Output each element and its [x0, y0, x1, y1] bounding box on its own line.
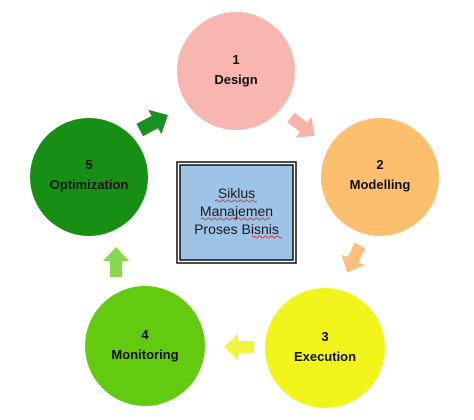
arrow-modelling-to-execution	[341, 242, 366, 273]
arrow-design-to-modelling	[287, 112, 315, 138]
step-label: Execution	[294, 349, 356, 364]
center-title-line-2: Manajemen	[200, 203, 273, 219]
center-box: Siklus Manajemen Proses Bisnis	[176, 161, 297, 264]
step-number: 5	[85, 157, 92, 172]
step-label: Modelling	[350, 177, 411, 192]
step-execution: 3 Execution	[265, 288, 385, 408]
step-modelling: 2 Modelling	[321, 118, 439, 236]
arrow-execution-to-monitoring	[224, 334, 254, 360]
step-label: Optimization	[50, 177, 129, 192]
arrow-shape	[103, 247, 129, 277]
step-number: 2	[376, 157, 383, 172]
step-circle	[30, 118, 148, 236]
step-circle	[177, 12, 295, 130]
step-label: Design	[214, 72, 257, 87]
arrow-shape	[287, 112, 315, 138]
step-number: 3	[321, 329, 328, 344]
arrow-optimization-to-design	[136, 109, 169, 137]
spellcheck-underline	[214, 199, 258, 203]
arrow-shape	[341, 242, 366, 273]
center-title-line-1: Siklus	[218, 185, 255, 201]
arrow-monitoring-to-optimization	[103, 247, 129, 277]
step-design: 1 Design	[177, 12, 295, 130]
step-number: 1	[232, 52, 239, 67]
step-monitoring: 4 Monitoring	[85, 286, 205, 406]
arrow-shape	[136, 109, 169, 137]
step-circle	[265, 288, 385, 408]
center-title-line-3: Proses Bisnis	[194, 221, 279, 237]
arrow-shape	[224, 334, 254, 360]
center-box-fill	[179, 164, 294, 261]
step-label: Monitoring	[111, 347, 178, 362]
step-circle	[85, 286, 205, 406]
step-number: 4	[141, 327, 149, 342]
step-optimization: 5 Optimization	[30, 118, 148, 236]
spellcheck-underline	[251, 235, 283, 239]
step-circle	[321, 118, 439, 236]
spellcheck-underline	[200, 217, 271, 221]
